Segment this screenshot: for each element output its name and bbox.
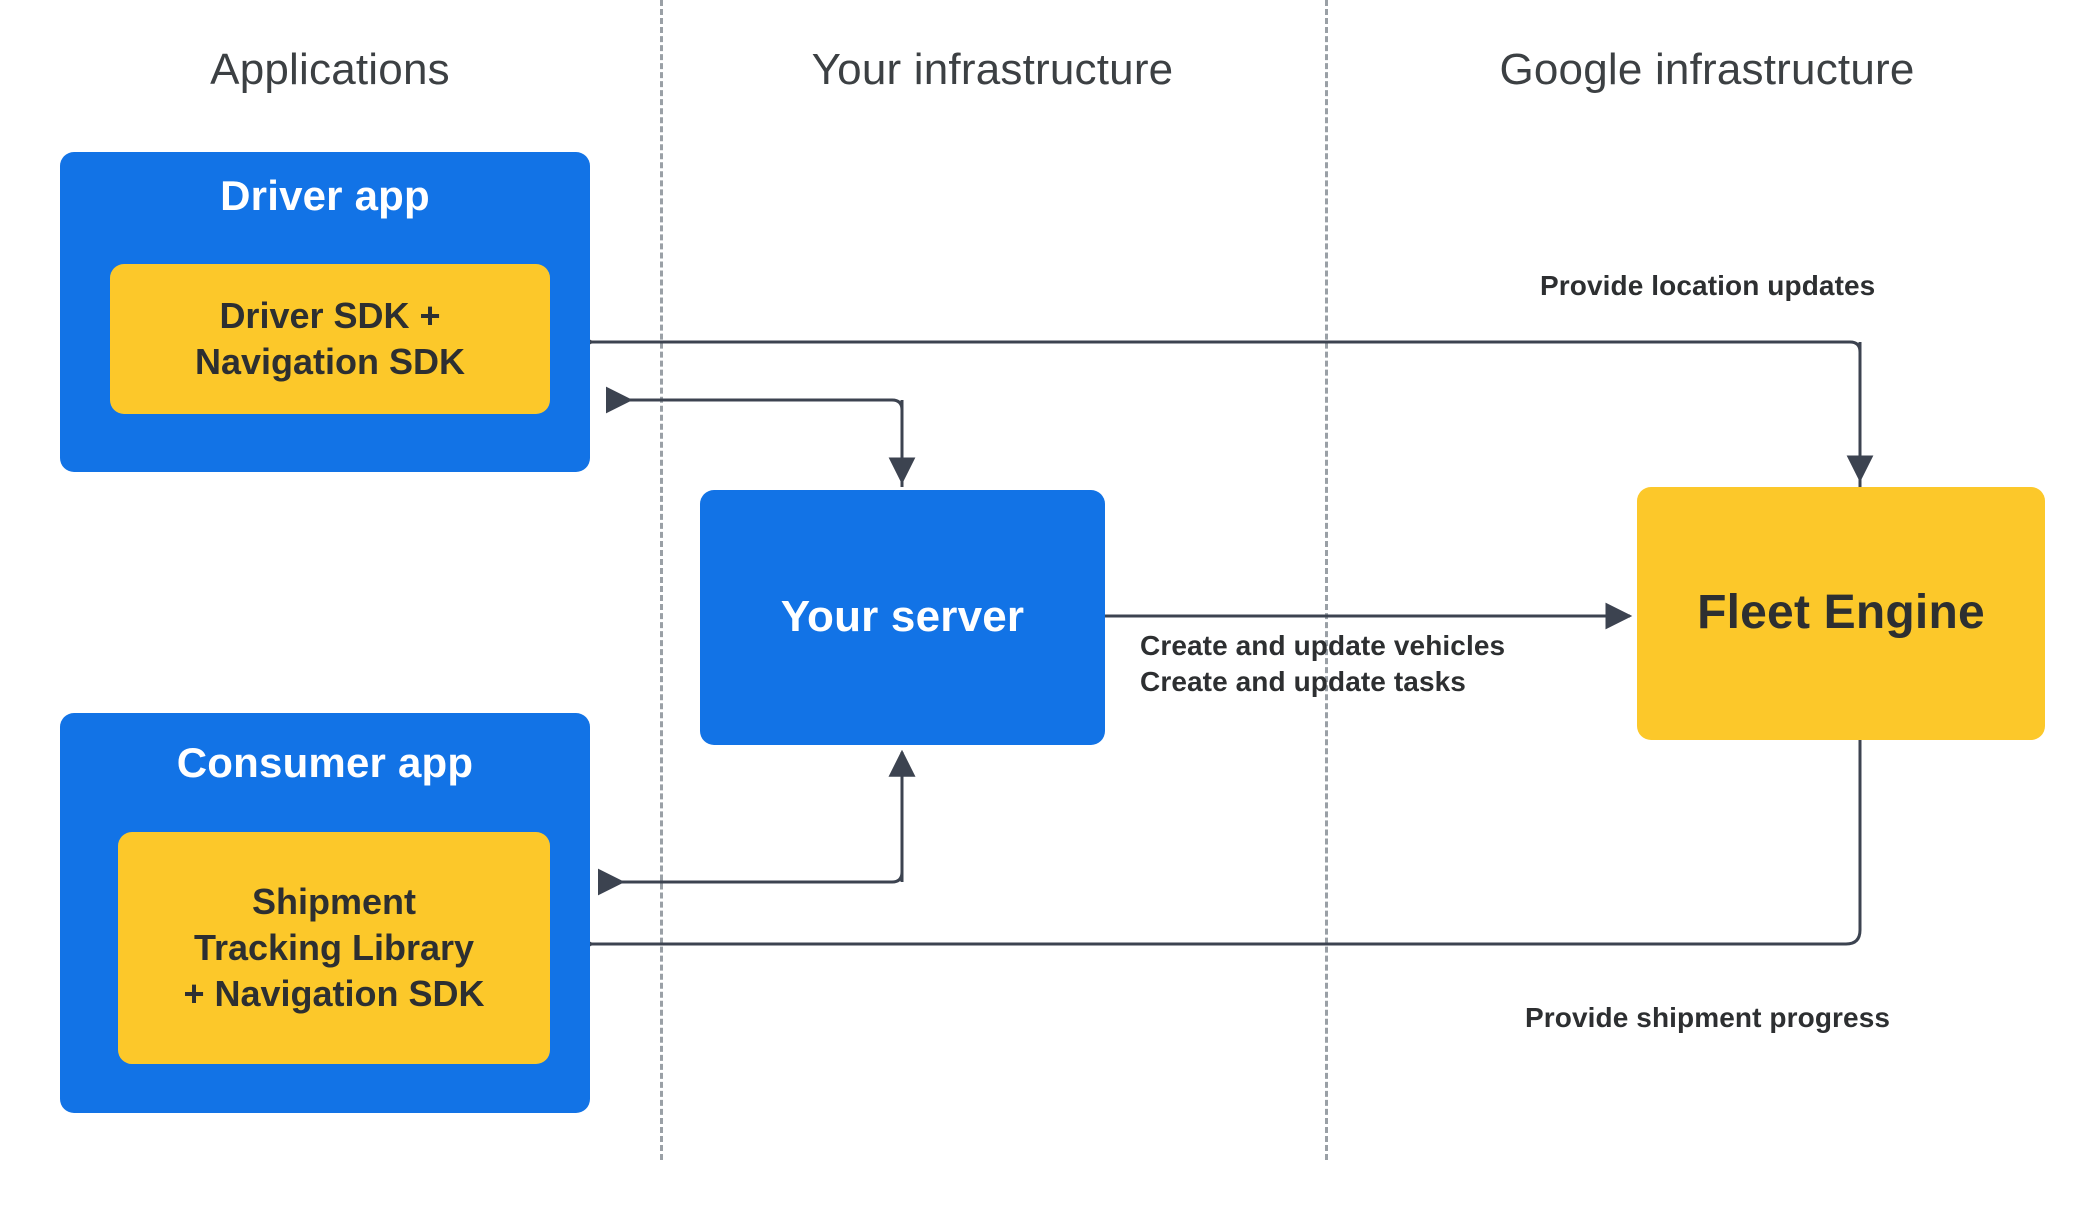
node-consumer-app-title: Consumer app <box>176 739 474 786</box>
swimlane-divider-right <box>1325 0 1328 1160</box>
column-header-your-infrastructure: Your infrastructure <box>811 45 1174 94</box>
edge-fleet-engine-to-consumer-sdk <box>567 740 1862 958</box>
node-your-server-label: Your server <box>780 592 1025 642</box>
node-driver-sdk[interactable]: Driver SDK + Navigation SDK <box>110 264 550 414</box>
node-fleet-engine-label: Fleet Engine <box>1697 586 1985 640</box>
edge-label-provide-shipment-progress: Provide shipment progress <box>1525 1002 1891 1033</box>
node-your-server[interactable]: Your server <box>700 490 1105 745</box>
node-consumer-sdk-label: Shipment Tracking Library + Navigation S… <box>183 880 485 1015</box>
edge-label-create-and-update: Create and update vehicles Create and up… <box>1140 630 1506 698</box>
edge-your-server-to-consumer-sdk <box>597 755 904 896</box>
node-driver-app-title: Driver app <box>220 172 430 219</box>
swimlane-divider-left <box>660 0 663 1160</box>
edge-label-provide-location-updates: Provide location updates <box>1540 270 1876 301</box>
edge-your-server-to-driver-app <box>605 386 904 487</box>
column-header-google-infrastructure: Google infrastructure <box>1499 45 1915 94</box>
node-consumer-sdk[interactable]: Shipment Tracking Library + Navigation S… <box>118 832 550 1064</box>
edge-fleet-to-driver-sdk-line <box>567 328 1862 487</box>
node-fleet-engine[interactable]: Fleet Engine <box>1637 487 2045 740</box>
node-driver-sdk-label: Driver SDK + Navigation SDK <box>194 294 466 382</box>
column-header-applications: Applications <box>210 45 450 94</box>
